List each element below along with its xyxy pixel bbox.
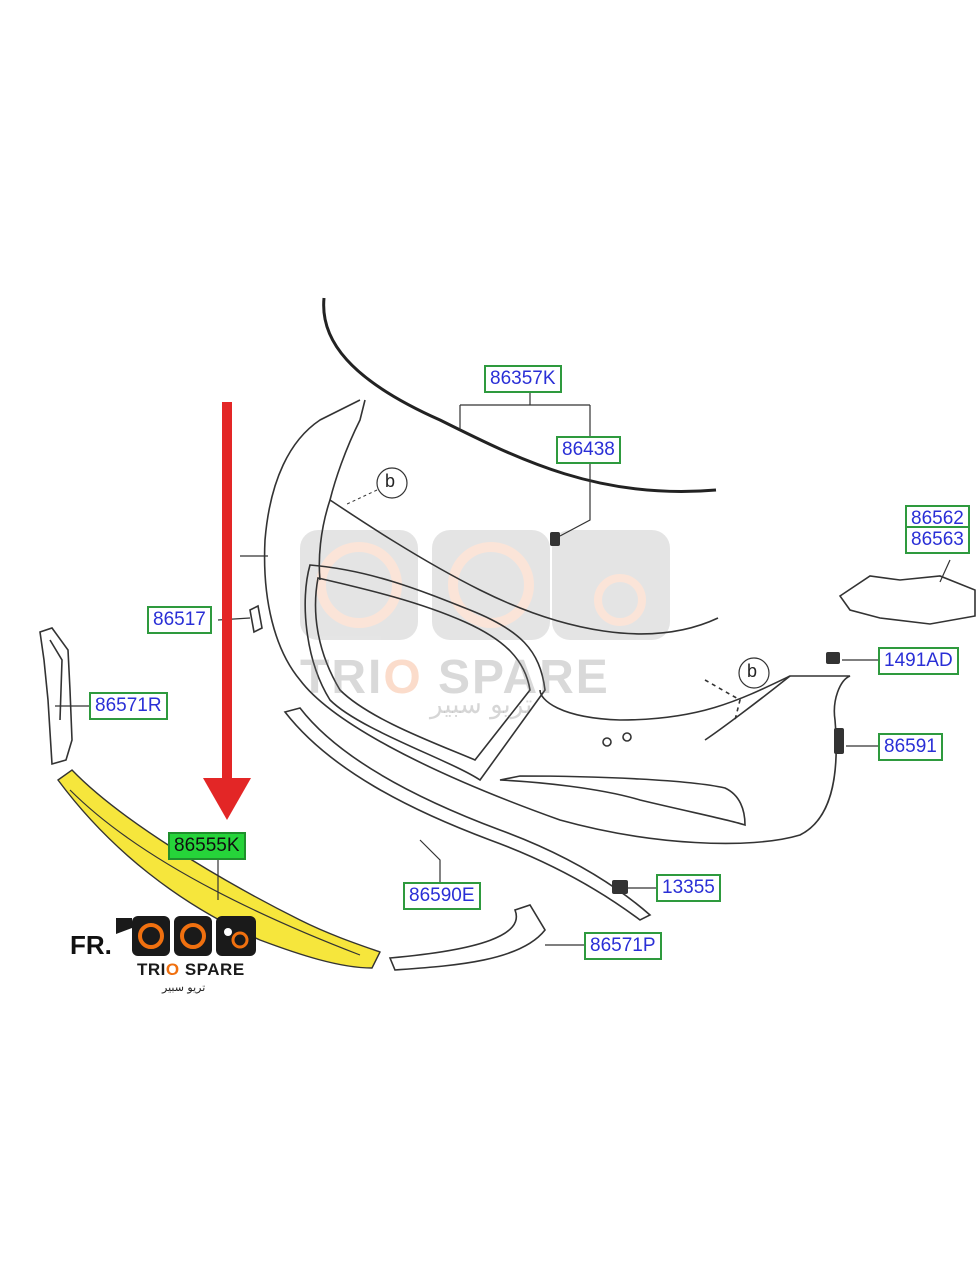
brand-name-arabic: تريو سبير [162,981,206,994]
callout-b-right [738,657,770,689]
pointer-arrow [203,402,251,820]
part-label-86357K[interactable]: 86357K [484,365,562,393]
part-label-86563[interactable]: 86563 [905,526,970,554]
lower-grille-strip [283,707,652,921]
watermark-name-arabic: تريو سبير [430,690,533,720]
part-label-86555K[interactable]: 86555K [168,832,246,860]
watermark-name: TRIO SPARE [300,651,610,704]
brand-name: TRIO SPARE [137,960,245,979]
part-label-86590E[interactable]: 86590E [403,882,481,910]
part-label-86571P[interactable]: 86571P [584,932,662,960]
side-bracket-left [39,627,73,766]
callout-b-top-letter: b [385,471,396,491]
part-label-86571R[interactable]: 86571R [89,692,168,720]
drl-bracket-right [838,575,976,625]
part-label-86438[interactable]: 86438 [556,436,621,464]
fasteners [550,532,844,894]
bumper-cover [263,399,851,845]
front-direction-label: FR. [70,930,112,960]
clip-86517 [249,604,263,634]
part-label-13355[interactable]: 13355 [656,874,721,902]
hood-edge-line [322,297,717,494]
callout-b-top [344,467,408,506]
lower-trim-right [388,904,546,971]
part-label-86591[interactable]: 86591 [878,733,943,761]
watermark-logo [300,530,670,640]
leader-lines [55,392,951,946]
callout-b-right-letter: b [747,661,758,681]
part-label-86517[interactable]: 86517 [147,606,212,634]
brand-logo-icons [116,916,256,956]
part-label-1491AD[interactable]: 1491AD [878,647,959,675]
